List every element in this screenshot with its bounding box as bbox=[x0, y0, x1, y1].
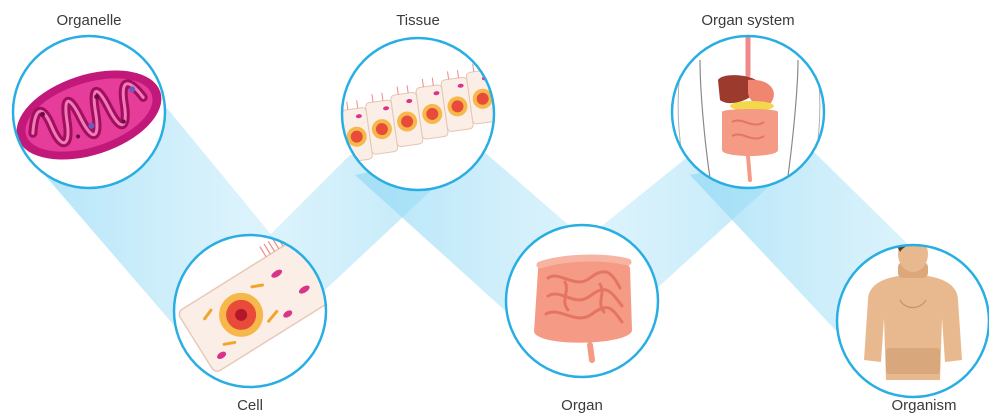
cell-label: Cell bbox=[237, 397, 263, 414]
organelle-label: Organelle bbox=[56, 12, 121, 29]
tissue-label: Tissue bbox=[396, 12, 440, 29]
organ-system-illustration bbox=[672, 36, 824, 190]
organ-system-label: Organ system bbox=[701, 12, 794, 29]
organ-label: Organ bbox=[561, 397, 603, 414]
organism-label: Organism bbox=[891, 397, 956, 414]
organ-illustration bbox=[506, 225, 658, 377]
